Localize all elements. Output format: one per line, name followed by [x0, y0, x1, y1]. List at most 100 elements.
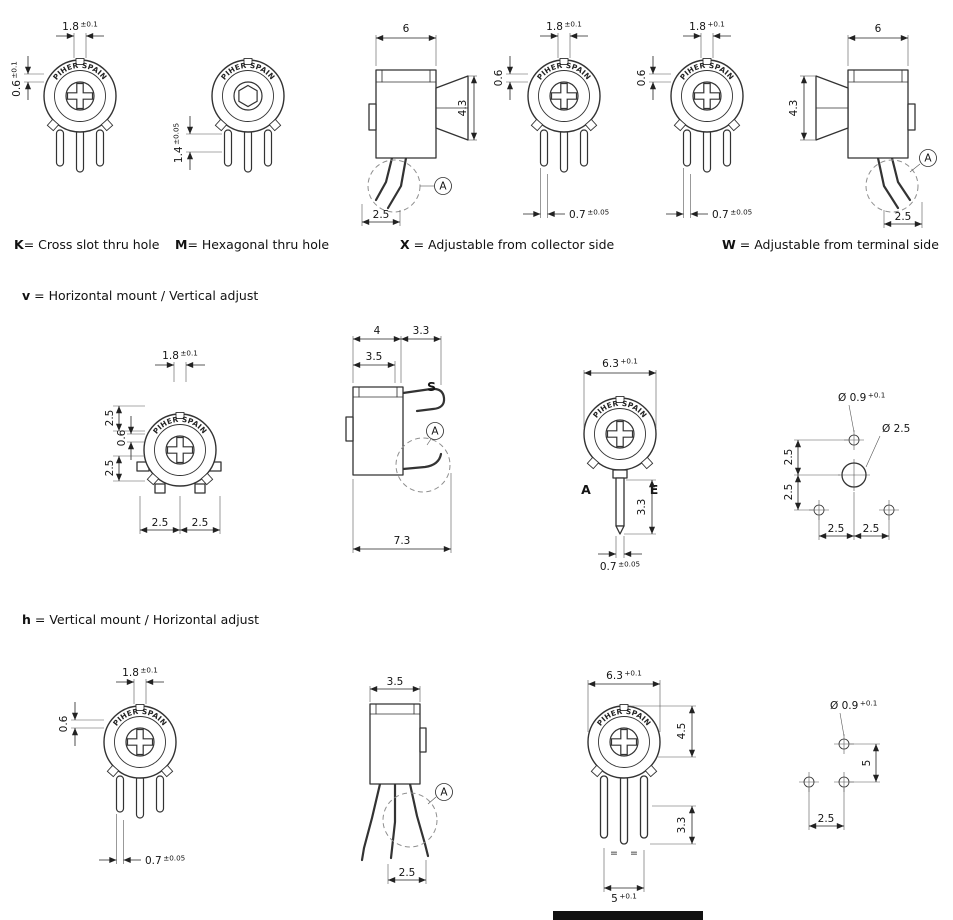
v-side-bottom-dim-text: 7.3 — [394, 535, 411, 547]
legend-w-text: = Adjustable from terminal side — [735, 237, 939, 252]
v-front-top-dim-text: 1.8±0.1 — [162, 349, 198, 363]
v-front2-top-dim-text: 6.3+0.1 — [602, 357, 638, 371]
drawing-v-front2: 6.3+0.1 A E 3.3 0.7±0.05 — [581, 357, 659, 574]
x-side-callout-a: A — [420, 177, 452, 195]
v-holes-bottom-dim2-text: 2.5 — [863, 523, 880, 535]
h-side-top-dim-text: 3.5 — [387, 676, 404, 688]
h-holes-bottom-dimension: 2.5 — [808, 788, 845, 830]
h-front2-right-dim2-text: 3.3 — [676, 817, 688, 834]
drawing-h-front: 1.8±0.1 0.6 0.7±0.05 — [58, 666, 185, 868]
w-front-pot — [670, 57, 744, 173]
drawing-v-side: A S 4 3.3 3.5 7.3 — [345, 325, 452, 553]
v-side-detail-circle — [395, 437, 451, 493]
w-front-pin-dimension: 0.7±0.05 — [666, 168, 752, 221]
drawing-x-side: A 6 4.3 2.5 — [361, 23, 478, 226]
section-v-text: = Horizontal mount / Vertical adjust — [30, 288, 259, 303]
h-front-pot — [103, 703, 177, 819]
x-side-right-dimension: 4.3 — [457, 75, 478, 141]
v-holes-left-dim1-text: 2.5 — [783, 449, 795, 466]
v-front-bottom-dim1-text: 2.5 — [152, 517, 169, 529]
h-side-bottom-dim-text: 2.5 — [399, 867, 416, 879]
v-front2-top-dimension: 6.3+0.1 — [583, 357, 657, 428]
k-left-dim-text: 0.6±0.1 — [10, 61, 23, 97]
v-front-top-dimension: 1.8±0.1 — [155, 349, 205, 382]
legend-w-key: W — [722, 237, 736, 252]
x-front-top-dim-text: 1.8±0.1 — [546, 20, 582, 34]
v-front2-label-a: A — [581, 482, 591, 497]
x-side-offset-text: 2.5 — [373, 209, 390, 221]
k-top-dim-text: 1.8±0.1 — [62, 20, 98, 34]
h-front-left-dim-text: 0.6 — [58, 715, 70, 732]
h-holes-small-dia-text: Ø 0.9+0.1 — [830, 699, 877, 713]
v-side-top-dimensions: 4 3.3 3.5 — [352, 325, 442, 385]
v-holes-bottom-dim1-text: 2.5 — [828, 523, 845, 535]
w-front-left-dimension: 0.6 — [636, 56, 671, 100]
x-front-pin-dimension: 0.7±0.05 — [523, 168, 609, 221]
x-front-left-dim-text: 0.6 — [493, 69, 505, 86]
w-side-height-text: 4.3 — [788, 100, 800, 117]
drawing-v-front: 1.8±0.1 2.5 0.6 2.5 2.5 2.5 — [104, 349, 222, 534]
w-side-bottom-dimension: 2.5 — [883, 202, 923, 228]
drawing-h-holes: Ø 0.9+0.1 5 2.5 — [799, 699, 880, 830]
v-holes-left-dim2-text: 2.5 — [783, 484, 795, 501]
v-front2-pin-length-dimension: 3.3 — [624, 479, 656, 535]
x-side-detail-circle — [367, 159, 421, 213]
v-side-top-dim2-text: 3.3 — [413, 325, 430, 337]
h-front2-pot — [587, 703, 661, 845]
h-front2-top-dimension: 6.3+0.1 — [587, 670, 661, 732]
v-front2-label-e: E — [650, 482, 659, 497]
legend-x-text: = Adjustable from collector side — [409, 237, 615, 252]
h-front-pin-dim-text: 0.7±0.05 — [145, 854, 185, 868]
legend-k: K= Cross slot thru hole — [14, 237, 159, 252]
legend-w: W = Adjustable from terminal side — [722, 237, 939, 252]
v-holes-big-dia-text: Ø 2.5 — [882, 423, 910, 435]
w-front-top-dim-text: 1.8+0.1 — [689, 20, 725, 34]
w-front-top-dimension: 1.8+0.1 — [683, 20, 731, 58]
k-left-dimension: 0.6±0.1 — [10, 56, 44, 100]
h-front2-right-dimension-1: 4.5 — [630, 705, 696, 758]
w-side-body — [815, 69, 916, 210]
h-holes-bottom-dim-text: 2.5 — [818, 813, 835, 825]
h-front2-right-dim1-text: 4.5 — [676, 723, 688, 740]
v-side-bottom-dimension: 7.3 — [352, 473, 452, 553]
h-front2-eq-mark-1: = — [610, 848, 618, 859]
m-pot — [211, 57, 285, 173]
v-front-left-dim3-text: 2.5 — [104, 460, 116, 477]
section-h-key: h — [22, 612, 31, 627]
v-side-top-dim1-text: 4 — [374, 325, 381, 337]
legend-m-key: M — [175, 237, 188, 252]
drawing-h-front2: 6.3+0.1 4.5 3.3 = = 5+0.1 — [587, 670, 696, 906]
h-side-callout-text: A — [440, 787, 448, 799]
v-holes-small-dia-text: Ø 0.9+0.1 — [838, 391, 885, 405]
legend-m: M= Hexagonal thru hole — [175, 237, 329, 252]
v-front2-pin-len-text: 3.3 — [636, 499, 648, 516]
v-holes-labels: Ø 0.9+0.1 Ø 2.5 — [838, 391, 910, 468]
v-front2-pin-dim-text: 0.7±0.05 — [600, 560, 640, 574]
h-front2-bottom-dim-text: 5+0.1 — [611, 892, 637, 906]
page-edge-mark — [553, 911, 703, 920]
x-side-height-text: 4.3 — [457, 100, 469, 117]
w-side-offset-text: 2.5 — [895, 211, 912, 223]
legend-m-text: = Hexagonal thru hole — [187, 237, 330, 252]
x-side-body — [368, 69, 469, 210]
h-side-top-dimension: 3.5 — [369, 676, 421, 702]
v-front2-pin-width-dimension: 0.7±0.05 — [598, 536, 642, 573]
h-front-pin-dimension: 0.7±0.05 — [99, 814, 185, 867]
v-holes-bottom-dimensions: 2.5 2.5 — [818, 492, 890, 540]
w-side-detail-circle — [865, 159, 919, 213]
v-side-callout-a: A — [426, 422, 444, 446]
section-h-label: h = Vertical mount / Horizontal adjust — [22, 612, 259, 627]
x-front-left-dimension: 0.6 — [493, 56, 528, 100]
k-pot — [43, 57, 117, 173]
drawing-w-side: A 6 4.3 2.5 — [788, 23, 937, 228]
v-front2-pot — [583, 395, 657, 535]
x-side-width-text: 6 — [403, 23, 410, 35]
x-side-callout-text: A — [439, 181, 447, 193]
drawing-v-holes: Ø 0.9+0.1 Ø 2.5 2.5 2.5 2.5 2.5 — [783, 391, 910, 540]
m-left-dim-text: 1.4±0.05 — [172, 123, 186, 163]
legend-x-key: X — [400, 237, 410, 252]
h-front-top-dimension: 1.8±0.1 — [116, 666, 164, 704]
v-side-body — [345, 386, 446, 476]
legend-x: X = Adjustable from collector side — [400, 237, 614, 252]
section-h-text: = Vertical mount / Horizontal adjust — [30, 612, 260, 627]
